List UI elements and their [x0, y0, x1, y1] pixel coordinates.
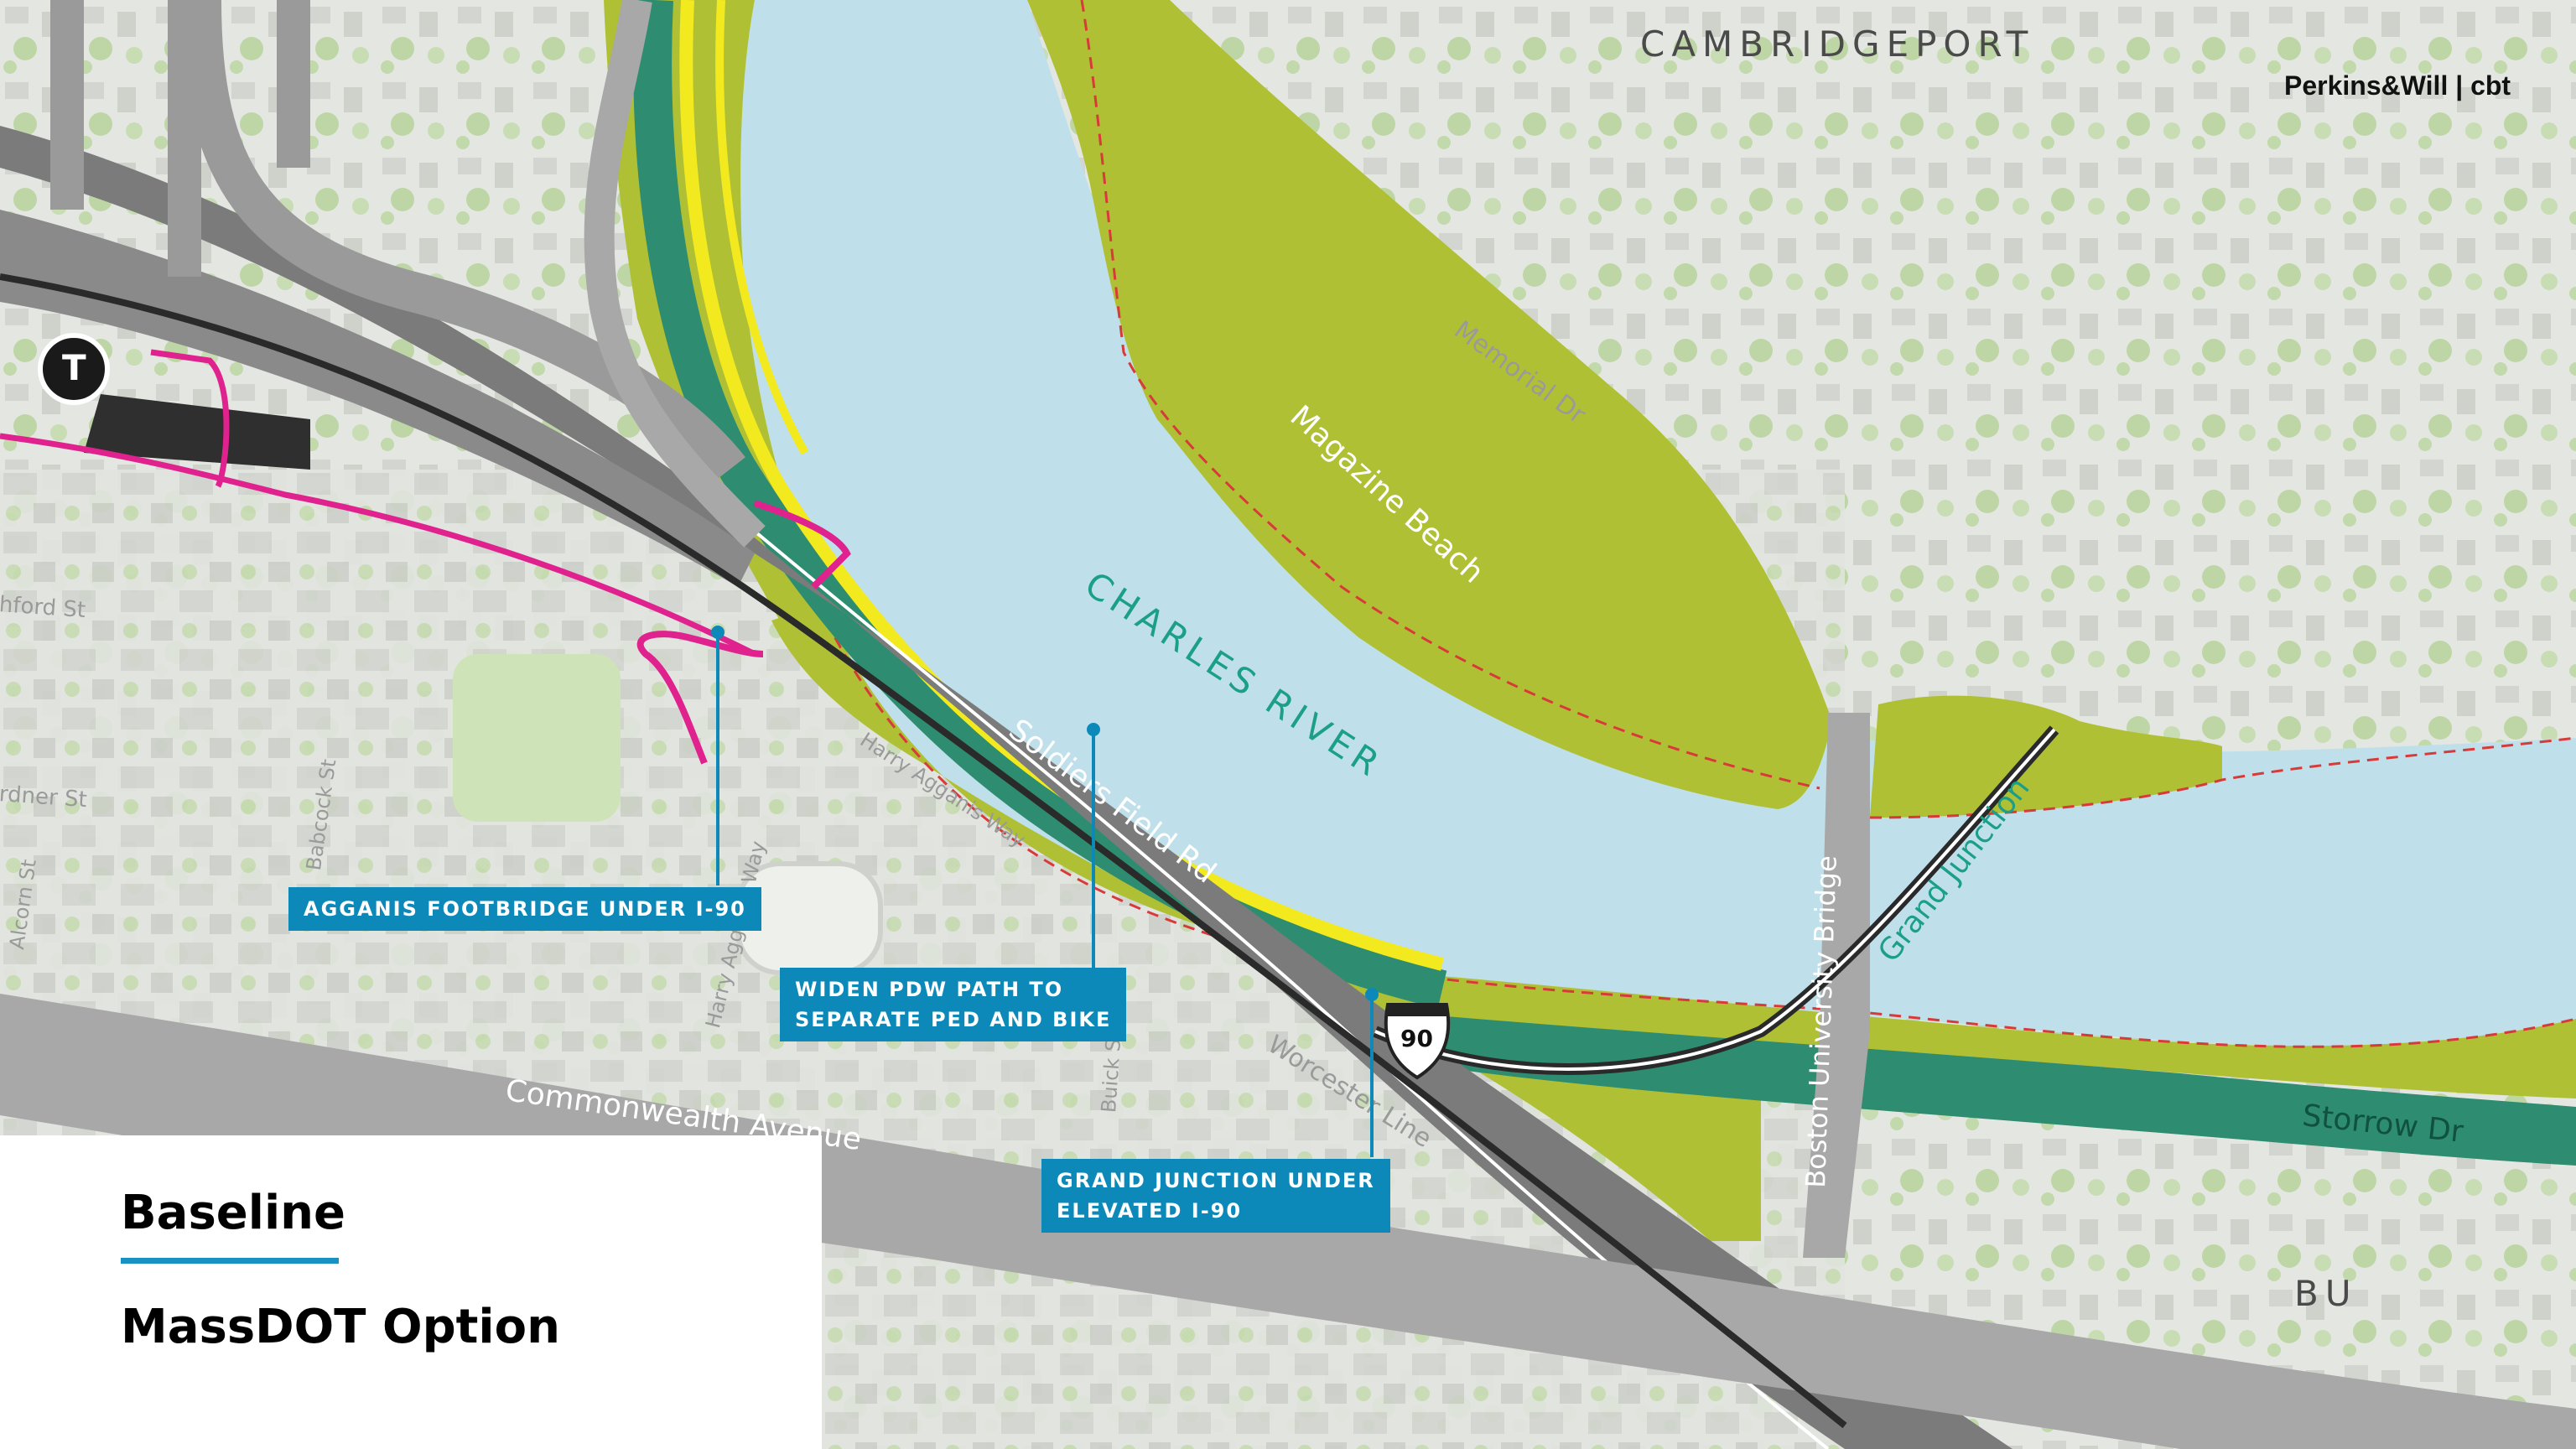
i90-highway [0, 126, 2012, 1449]
legend-active-underline [121, 1258, 339, 1264]
neighborhood-cambridgeport: CAMBRIDGEPORT [1640, 23, 2035, 65]
neighborhood-bu: BU [2294, 1273, 2358, 1314]
callout-agganis-leader [716, 632, 719, 886]
callout-pdw-leader [1092, 730, 1095, 968]
i90-shield-icon [1384, 1003, 1451, 1080]
park-east-of-bridge [1870, 695, 2222, 818]
ped-path-south [679, 0, 1444, 971]
callout-pdw-dot [1087, 723, 1100, 736]
footbridge-ramp [753, 500, 851, 589]
ped-path-inner [715, 0, 809, 455]
transit-line [0, 433, 756, 657]
transit-rail-yard [84, 394, 310, 470]
transit-line-2 [150, 349, 230, 488]
i90-shield-label: 90 [1400, 1025, 1433, 1052]
transit-station-icon [38, 333, 110, 405]
callout-grand-junction-leader [1370, 995, 1374, 1157]
magazine-beach-park [1027, 0, 1832, 809]
athletic-field [453, 654, 621, 822]
worcester-line-rail [0, 273, 1847, 1429]
ramp-loop-2 [584, 0, 766, 548]
east-boundary [1869, 736, 2576, 819]
callout-pdw: WIDEN PDW PATH TO SEPARATE PED AND BIKE [780, 968, 1127, 1041]
south-bank-park [771, 604, 2576, 1241]
firm-logo: Perkins&Will | cbt [2284, 70, 2511, 101]
legend-baseline-tab[interactable]: Baseline [121, 1186, 346, 1240]
legend-panel [0, 1135, 822, 1449]
transit-station-label: T [62, 347, 86, 388]
boston-university-bridge [1803, 713, 1870, 1258]
callout-grand-junction-dot [1365, 988, 1379, 1001]
callout-agganis-dot [711, 626, 724, 639]
magazine-beach-boundary [1080, 0, 1820, 790]
agganis-footbridge [636, 631, 764, 765]
grand-junction-rail-center [1374, 728, 2056, 1071]
i90-ramp-west [0, 210, 755, 587]
callout-agganis: AGGANIS FOOTBRIDGE UNDER I-90 [288, 887, 761, 931]
callout-grand-junction: GRAND JUNCTION UNDER ELEVATED I-90 [1041, 1159, 1390, 1233]
legend-massdot-tab[interactable]: MassDOT Option [121, 1300, 560, 1354]
